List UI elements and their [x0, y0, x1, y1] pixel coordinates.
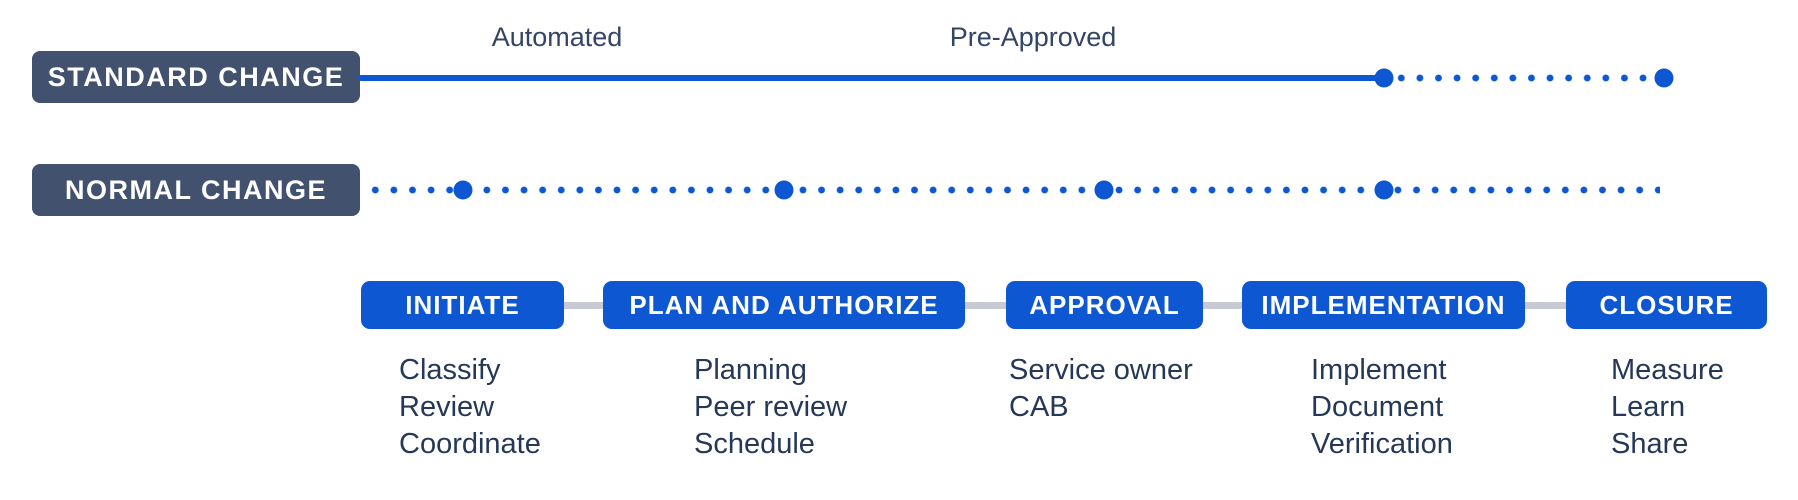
stage-pill-implementation: IMPLEMENTATION	[1242, 281, 1525, 329]
stage-item: Document	[1311, 391, 1444, 423]
stage-items-initiate: Classify Review Coordinate	[399, 352, 541, 463]
normal-milestone-dot-plan	[774, 180, 794, 200]
stage-item: Coordinate	[399, 428, 541, 460]
stage-items-closure: Measure Learn Share	[1611, 352, 1724, 463]
standard-timeline-solid-line	[358, 75, 1384, 81]
stage-item: Verification	[1311, 428, 1453, 460]
stage-item: Schedule	[694, 428, 815, 460]
standard-end-dot	[1654, 68, 1674, 88]
stage-item: Peer review	[694, 391, 848, 423]
stage-items-implementation: Implement Document Verification	[1311, 352, 1453, 463]
stage-item: Share	[1611, 428, 1689, 460]
stage-item: Classify	[399, 354, 501, 386]
normal-timeline-dotted-line	[366, 180, 1660, 200]
standard-change-badge: STANDARD CHANGE	[32, 51, 360, 103]
stage-pill-closure: CLOSURE	[1566, 281, 1767, 329]
pre-approved-phase-label: Pre-Approved	[949, 22, 1117, 52]
standard-timeline-dotted-line	[1392, 68, 1654, 88]
stage-item: Implement	[1311, 354, 1447, 386]
standard-milestone-dot	[1374, 68, 1394, 88]
stage-pill-plan-and-authorize: PLAN AND AUTHORIZE	[603, 281, 965, 329]
stage-item: Review	[399, 391, 495, 423]
stage-item: Service owner	[1009, 354, 1193, 386]
normal-milestone-dot-initiate	[453, 180, 473, 200]
stage-item: Measure	[1611, 354, 1724, 386]
stage-pill-approval: APPROVAL	[1006, 281, 1203, 329]
stage-items-approval: Service owner CAB	[1009, 352, 1193, 426]
normal-milestone-dot-implementation	[1374, 180, 1394, 200]
stage-item: CAB	[1009, 391, 1069, 423]
stage-item: Learn	[1611, 391, 1686, 423]
stage-pill-initiate: INITIATE	[361, 281, 564, 329]
stage-item: Planning	[694, 354, 807, 386]
normal-change-badge: NORMAL CHANGE	[32, 164, 360, 216]
automated-phase-label: Automated	[491, 22, 623, 52]
normal-milestone-dot-approval	[1094, 180, 1114, 200]
stage-items-plan-and-authorize: Planning Peer review Schedule	[694, 352, 847, 463]
